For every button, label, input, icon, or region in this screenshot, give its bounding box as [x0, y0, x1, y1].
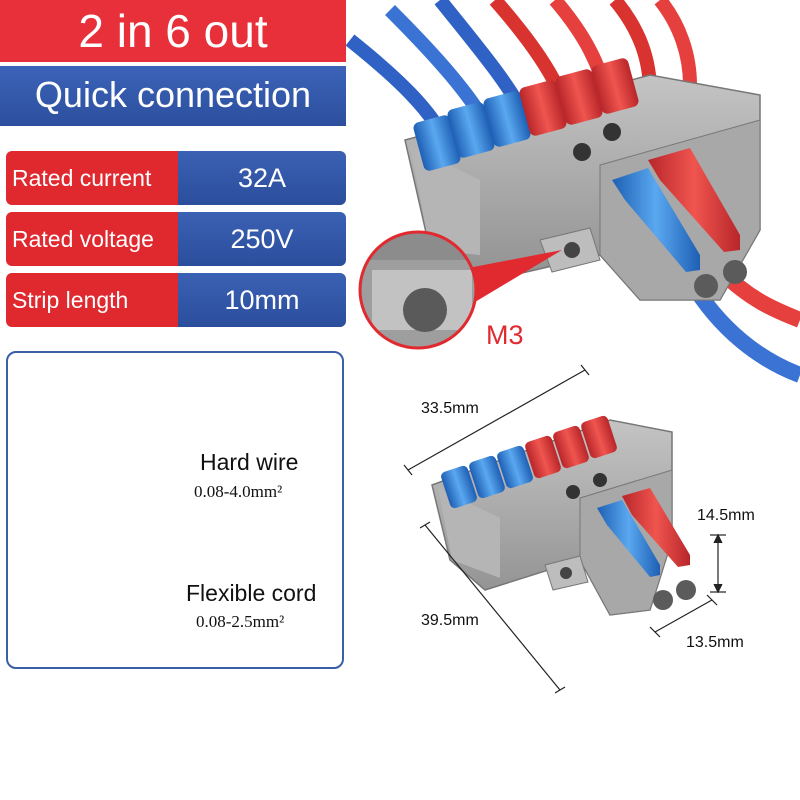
hard-wire-label: Hard wire [200, 449, 299, 475]
dimension-width: 33.5mm [421, 400, 479, 417]
spec-value: 250V [178, 212, 346, 266]
spec-label: Rated voltage [6, 212, 178, 266]
hard-wire-size: 0.08-4.0mm² [194, 482, 283, 501]
spec-row-strip-length: Strip length 10mm [6, 273, 346, 327]
product-subtitle: Quick connection [0, 66, 346, 126]
product-title: 2 in 6 out [0, 0, 346, 62]
dimension-lines [403, 364, 726, 694]
dimension-height: 14.5mm [697, 507, 755, 524]
flexible-cord-size: 0.08-2.5mm² [196, 612, 285, 631]
spec-value: 32A [178, 151, 346, 205]
dimension-length: 39.5mm [421, 612, 479, 629]
spec-row-rated-voltage: Rated voltage 250V [6, 212, 346, 266]
m3-callout-label: M3 [486, 320, 524, 350]
dimension-depth: 13.5mm [686, 634, 744, 651]
connector-top [404, 58, 761, 301]
flexible-cord-label: Flexible cord [186, 580, 317, 606]
mount-hole-magnifier [358, 230, 562, 350]
spec-label: Rated current [6, 151, 178, 205]
spec-row-rated-current: Rated current 32A [6, 151, 346, 205]
spec-value: 10mm [178, 273, 346, 327]
wire-compatibility-panel [6, 351, 344, 669]
connector-dimensioned [431, 415, 696, 616]
spec-label: Strip length [6, 273, 178, 327]
